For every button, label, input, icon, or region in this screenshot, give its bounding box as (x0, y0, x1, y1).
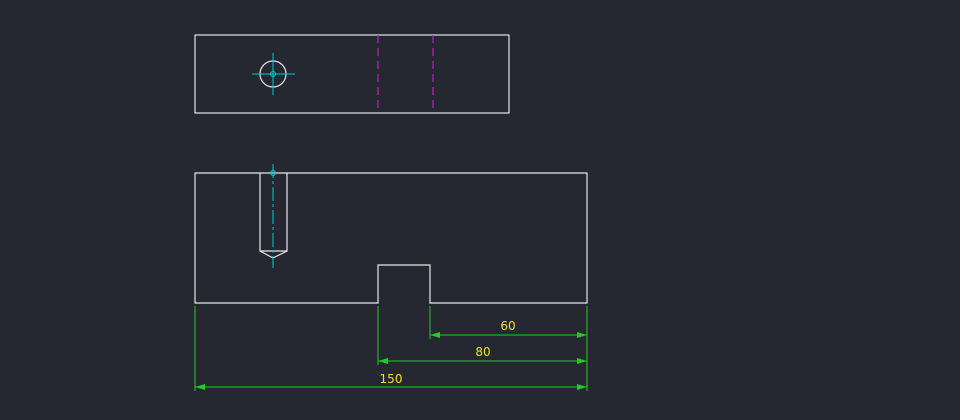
top-view-outline (194, 34, 510, 114)
arrowhead (378, 358, 388, 364)
dimension-150: 150 (195, 372, 587, 390)
dimension-60: 60 (430, 319, 587, 338)
arrowhead (577, 332, 587, 338)
arrowhead (430, 332, 440, 338)
hole-axis-marker (270, 170, 276, 176)
dimension-text-60: 60 (500, 319, 515, 333)
dimension-80: 80 (378, 345, 587, 364)
dimension-text-150: 150 (380, 372, 403, 386)
arrowhead (195, 384, 205, 390)
dimensions: 60 80 150 (194, 306, 588, 391)
dimension-text-80: 80 (475, 345, 490, 359)
arrowhead (577, 358, 587, 364)
arrowhead (577, 384, 587, 390)
top-view (194, 34, 510, 114)
front-view (194, 164, 588, 304)
front-view-outline (194, 172, 588, 304)
